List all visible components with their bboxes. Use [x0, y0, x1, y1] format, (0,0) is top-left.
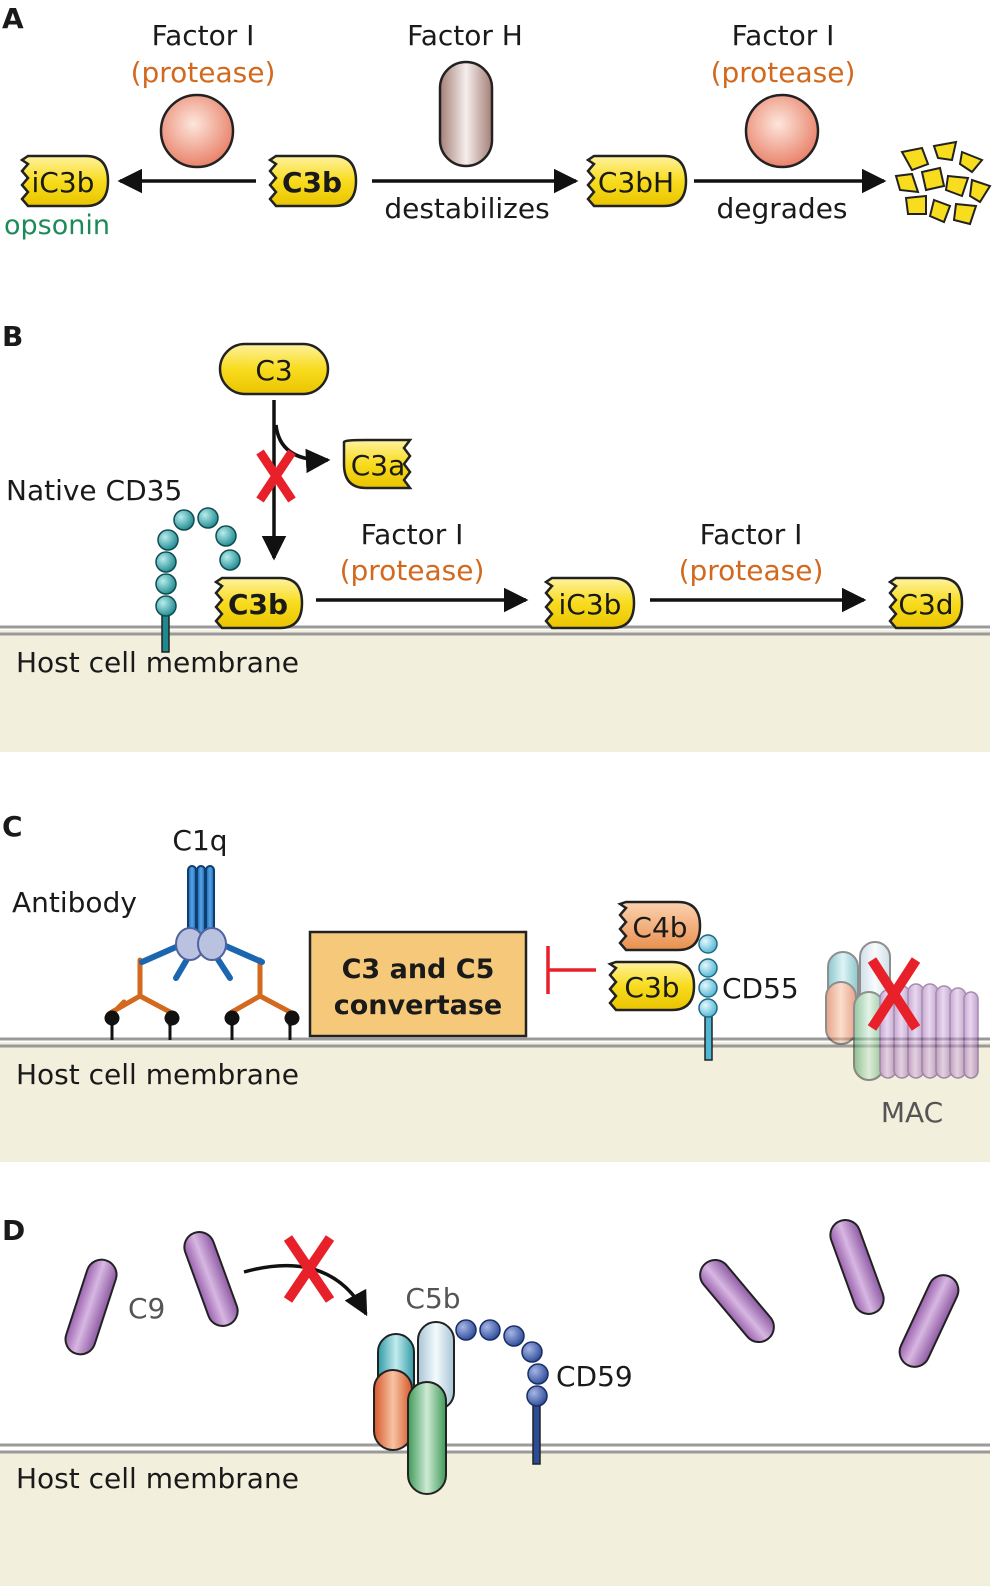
membrane-c — [0, 1042, 990, 1162]
ic3b-tag: iC3b — [19, 154, 110, 208]
protease-sphere-icon-right — [744, 93, 820, 169]
panel-a: A Factor I (protease) Factor H Factor I … — [2, 2, 992, 241]
factor-i-1-label: Factor I — [361, 518, 464, 551]
svg-text:C3d: C3d — [898, 588, 953, 621]
panel-d: D Host cell membrane C9 C5b — [0, 1214, 990, 1586]
c5b-label: C5b — [405, 1282, 460, 1315]
svg-text:C4b: C4b — [632, 911, 687, 944]
factor-i-2-label: Factor I — [700, 518, 803, 551]
protease-left-label: (protease) — [131, 56, 276, 89]
panel-c-letter: C — [2, 810, 23, 843]
c1q-complex-icon — [139, 865, 265, 981]
convertase-box — [308, 930, 528, 1038]
c4b-tag: C4b — [617, 900, 702, 952]
c3-pill — [218, 342, 330, 396]
ic3b-membrane-tag: iC3b — [543, 576, 636, 630]
svg-text:C3b: C3b — [282, 166, 342, 199]
c3a-tag: C3a — [342, 438, 413, 490]
svg-text:C3b: C3b — [228, 588, 288, 621]
protease-1-label: (protease) — [340, 554, 485, 587]
panel-b-letter: B — [2, 320, 23, 353]
protease-2-label: (protease) — [679, 554, 824, 587]
membrane-label-d: Host cell membrane — [16, 1462, 299, 1495]
cd55-receptor — [698, 934, 718, 1061]
svg-text:iC3b: iC3b — [559, 588, 622, 621]
c5b-complex-icon — [373, 1321, 455, 1495]
inhibition-x-icon — [256, 449, 296, 503]
protease-sphere-icon — [159, 93, 235, 169]
convertase-line1: C3 and C5 — [342, 954, 495, 985]
svg-text:iC3b: iC3b — [32, 166, 95, 199]
cd35-receptor — [155, 507, 241, 653]
antibody-label: Antibody — [12, 886, 137, 919]
opsonin-label: opsonin — [4, 210, 110, 241]
c3bh-tag: C3bH — [585, 154, 688, 208]
membrane-label-b: Host cell membrane — [16, 646, 299, 679]
antibody-left-icon — [109, 957, 173, 1027]
antigen-stalks — [104, 1010, 300, 1040]
factor-h-capsule-icon — [438, 60, 494, 168]
panel-d-letter: D — [2, 1214, 25, 1247]
c9-rods — [64, 1219, 960, 1368]
factor-i-left-label: Factor I — [152, 19, 255, 52]
cd59-label: CD59 — [556, 1360, 633, 1393]
c3b-tag: C3b — [267, 154, 358, 208]
c3b-membrane-tag: C3b — [213, 576, 304, 630]
svg-text:C3b: C3b — [624, 971, 679, 1004]
inhibition-bar-icon — [546, 946, 596, 994]
protease-right-label: (protease) — [711, 56, 856, 89]
cd59-receptor — [455, 1319, 549, 1465]
arrow-c9-to-c5b — [243, 1263, 368, 1317]
panel-b: B Host cell membrane C3 C3a Native CD35 — [0, 320, 990, 752]
panel-a-letter: A — [2, 2, 24, 35]
c9-label: C9 — [128, 1292, 165, 1325]
factor-i-right-label: Factor I — [732, 19, 835, 52]
svg-text:C3bH: C3bH — [598, 166, 674, 199]
panel-c: C Host cell membrane C1q Antibody — [0, 810, 990, 1162]
c3-label: C3 — [255, 354, 292, 387]
arrow-c3-to-c3a — [274, 424, 331, 474]
c3d-membrane-tag: C3d — [887, 576, 964, 630]
antibody-right-icon — [229, 957, 293, 1027]
c9-blocked-x-icon — [283, 1235, 335, 1303]
c1q-label: C1q — [172, 824, 227, 857]
native-cd35-label: Native CD35 — [6, 474, 182, 507]
convertase-line2: convertase — [334, 990, 503, 1021]
membrane-d — [0, 1452, 990, 1586]
factor-h-label: Factor H — [407, 19, 523, 52]
membrane-label-c: Host cell membrane — [16, 1058, 299, 1091]
c3b-c-tag: C3b — [607, 960, 696, 1012]
mac-label: MAC — [881, 1096, 943, 1129]
fragments-icon — [894, 140, 992, 226]
cd55-label: CD55 — [722, 972, 799, 1005]
destabilizes-label: destabilizes — [384, 192, 549, 225]
degrades-label: degrades — [716, 192, 847, 225]
mac-blocked-x-icon — [867, 957, 921, 1031]
svg-text:C3a: C3a — [351, 449, 406, 482]
